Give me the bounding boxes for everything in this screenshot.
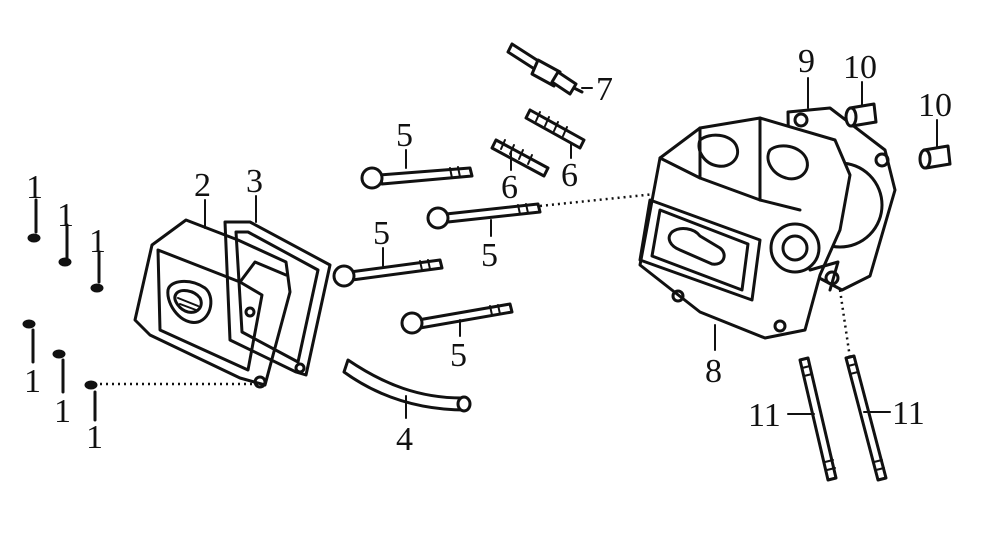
head-bolt-5b	[426, 202, 542, 230]
bolt-1f	[84, 380, 98, 422]
bolt-1b	[58, 223, 72, 267]
callout-10a: 10	[843, 49, 877, 86]
stud-6b	[524, 108, 586, 150]
callout-3: 3	[246, 163, 263, 200]
long-stud-11b	[844, 354, 888, 482]
bolt-1d	[22, 319, 36, 364]
alignment-line-head	[838, 289, 852, 359]
callout-11b: 11	[892, 395, 925, 432]
callout-11a: 11	[748, 397, 781, 434]
dowel-pin-10b	[918, 144, 952, 170]
callout-2: 2	[194, 167, 211, 204]
valve-cover	[133, 218, 292, 389]
alignment-line-bolt	[539, 192, 656, 208]
head-bolt-5a	[360, 166, 474, 190]
callout-8: 8	[705, 353, 722, 390]
callout-1b: 1	[57, 197, 74, 234]
spark-plug	[506, 42, 584, 96]
callout-5b: 5	[481, 237, 498, 274]
callout-1e: 1	[54, 393, 71, 430]
cover-gasket	[223, 220, 332, 377]
head-bolt-5c	[332, 258, 444, 288]
bolt-1e	[52, 349, 66, 394]
callout-1a: 1	[26, 169, 43, 206]
head-bolt-5d	[400, 302, 514, 335]
callout-5a: 5	[396, 117, 413, 154]
callout-10b: 10	[918, 87, 952, 124]
callout-1f: 1	[86, 419, 103, 456]
callout-1d: 1	[24, 363, 41, 400]
breather-tube	[342, 358, 472, 413]
leader-lines	[204, 77, 938, 419]
bolt-1c	[90, 250, 104, 293]
cylinder-head	[638, 116, 852, 340]
callout-6a: 6	[501, 169, 518, 206]
callout-7: 7	[596, 71, 613, 108]
callout-1c: 1	[89, 223, 106, 260]
callout-5c: 5	[373, 215, 390, 252]
callout-6b: 6	[561, 157, 578, 194]
callout-4: 4	[396, 421, 413, 458]
callout-5d: 5	[450, 337, 467, 374]
bolt-1a	[27, 198, 41, 243]
long-stud-11a	[798, 356, 838, 482]
dowel-pin-10a	[844, 102, 878, 128]
callout-9: 9	[798, 43, 815, 80]
